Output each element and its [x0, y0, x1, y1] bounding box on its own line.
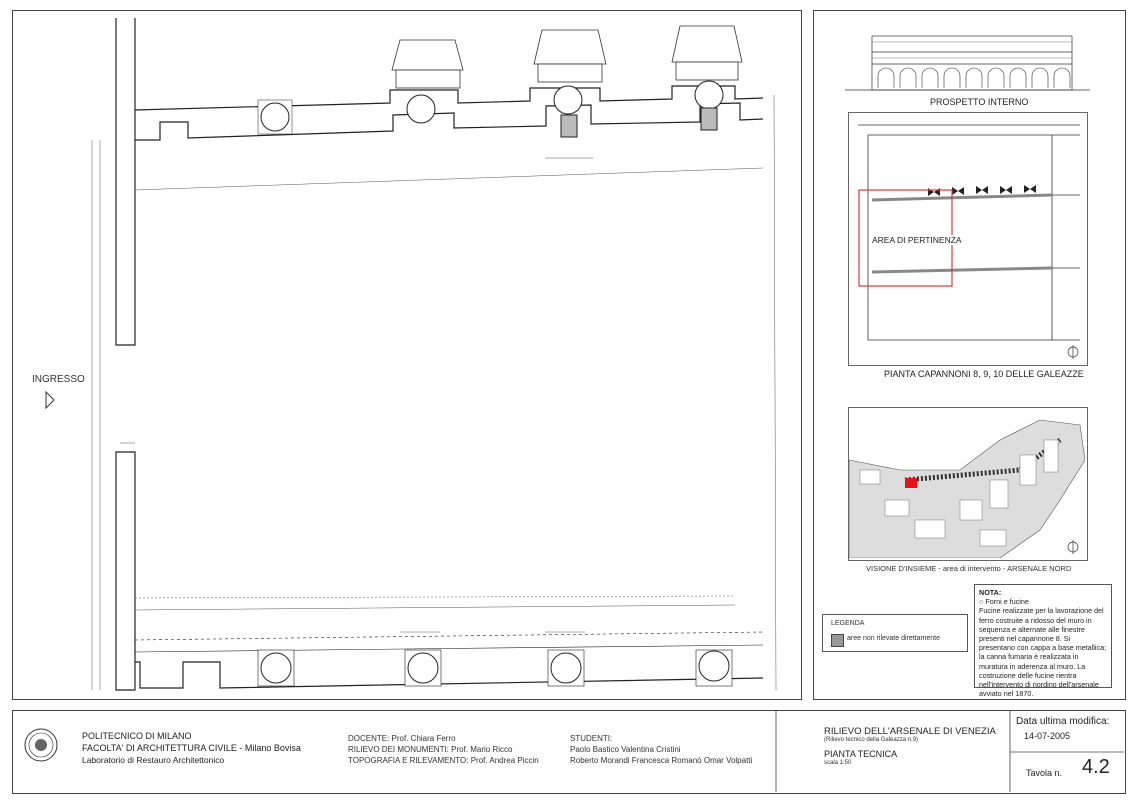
note-subtitle: ○ Forni e fucine [979, 597, 1107, 606]
students-label: STUDENTI: [570, 734, 613, 743]
project-subtitle: (Rilievo tecnico della Galeazza n.9) [824, 737, 919, 743]
map-caption: VISIONE D'INSIEME - area di intervento -… [866, 564, 1072, 573]
map-north-arrow-icon [1067, 540, 1079, 554]
lab-name: Laboratorio di Restauro Architettonico [82, 755, 225, 765]
sheet-number: 4.2 [1082, 756, 1110, 778]
entrance-label: INGRESSO [32, 374, 85, 385]
drawing-title: PIANTA TECNICA [824, 749, 898, 759]
drawing-scale: scala 1:50 [824, 760, 852, 766]
side-panel-frame [813, 10, 1126, 700]
plan-caption: PIANTA CAPANNONI 8, 9, 10 DELLE GALEAZZE [884, 369, 1084, 379]
project-title: RILIEVO DELL'ARSENALE DI VENEZIA [824, 726, 996, 737]
legend-item-label: aree non rilevate direttamente [847, 635, 940, 642]
area-marker [905, 478, 917, 488]
oven-circle-icon: ○ [979, 597, 986, 607]
politecnico-logo [24, 728, 58, 762]
title-block-frame [12, 710, 1126, 794]
students-line-1: Paolo Bastico Valentina Cristini [570, 745, 681, 754]
legend-swatch [831, 634, 844, 647]
students-line-2: Roberto Morandi Francesca Romanò Omar Vo… [570, 756, 753, 765]
area-label: AREA DI PERTINENZA [872, 235, 962, 245]
docente-line: DOCENTE: Prof. Chiara Ferro [348, 734, 456, 743]
topografia-line: TOPOGRAFIA E RILEVAMENTO: Prof. Andrea P… [348, 756, 539, 765]
institution-name: POLITECNICO DI MILANO [82, 731, 192, 741]
faculty-name: FACOLTA' DI ARCHITETTURA CIVILE - Milano… [82, 743, 301, 753]
elevation-caption: PROSPETTO INTERNO [930, 97, 1029, 107]
entrance-arrow-icon [45, 390, 55, 410]
note-title: NOTA: [979, 588, 1002, 597]
note-box: NOTA: ○ Forni e fucine Fucine realizzate… [974, 584, 1112, 698]
date-label: Data ultima modifica: [1016, 716, 1110, 727]
north-arrow-icon [1067, 345, 1079, 359]
rilievo-line: RILIEVO DEI MONUMENTI: Prof. Mario Ricco [348, 745, 513, 754]
legend-box: LEGENDA aree non rilevate direttamente [822, 614, 968, 652]
note-subtitle-text: Forni e fucine [985, 597, 1029, 607]
legend-title: LEGENDA [831, 620, 865, 627]
main-plan-frame [12, 10, 802, 700]
date-value: 14-07-2005 [1024, 731, 1071, 741]
sheet-label: Tavola n. [1026, 768, 1063, 778]
note-body: Fucine realizzate per la lavorazione del… [979, 606, 1107, 699]
